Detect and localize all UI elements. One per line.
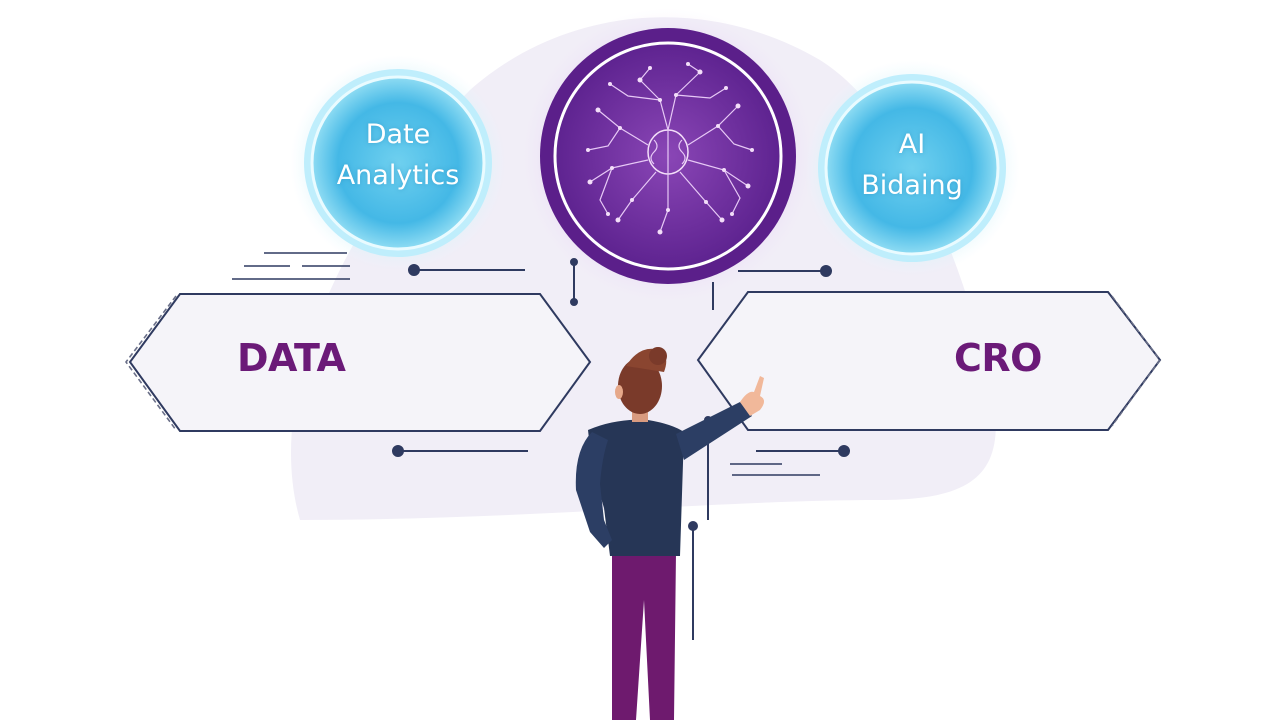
ai-bidaing-circle	[818, 74, 1006, 262]
date-analytics-label: Date Analytics	[318, 114, 478, 196]
date-analytics-line1: Date	[365, 119, 431, 150]
data-arrow-shape	[125, 293, 592, 432]
brain-network-icon	[586, 62, 754, 235]
ai-bidaing-label: AI Bidaing	[832, 124, 992, 206]
cro-arrow-shape	[696, 291, 1162, 431]
data-label: DATA	[237, 336, 346, 380]
cro-label: CRO	[954, 336, 1042, 380]
decorative-dashes	[232, 252, 820, 476]
date-analytics-line2: Analytics	[336, 160, 460, 191]
person-pointing-icon	[575, 347, 764, 720]
ai-bidaing-line2: Bidaing	[861, 170, 963, 201]
ai-bidaing-line1: AI	[898, 129, 926, 160]
date-analytics-circle	[304, 69, 492, 257]
